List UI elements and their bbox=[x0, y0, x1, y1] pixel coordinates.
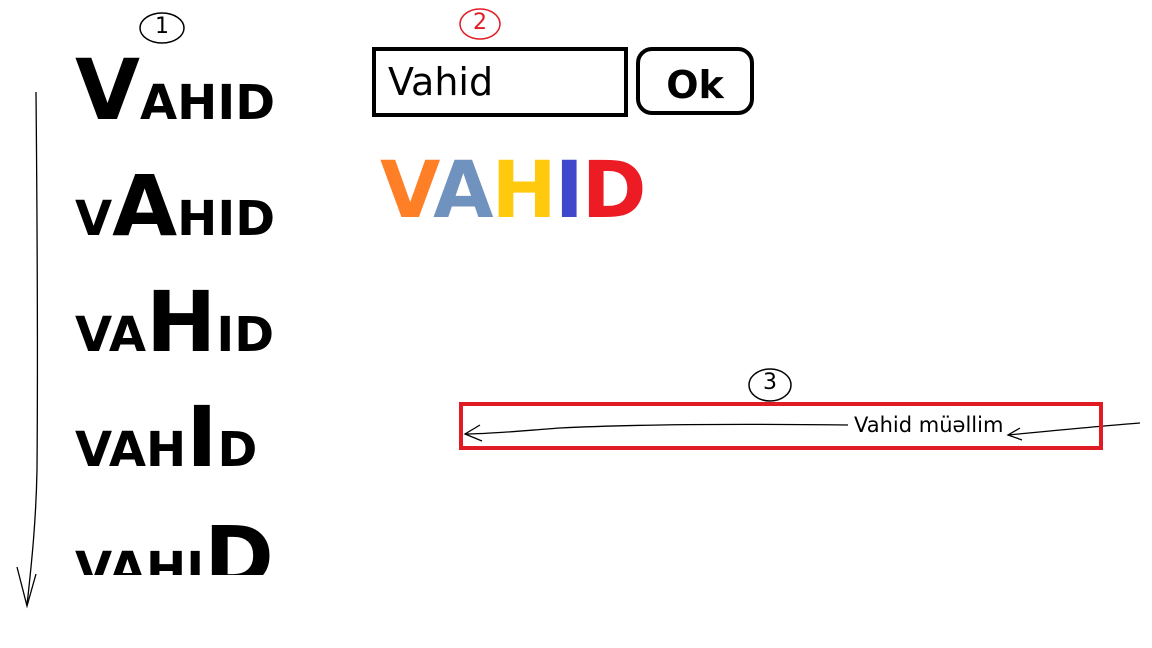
marquee-text: Vahid müəllim bbox=[853, 412, 1005, 438]
sequence-arrowhead bbox=[16, 566, 37, 609]
sequence-word-3-pre: VA bbox=[75, 307, 147, 363]
sequence-word-2-pre: V bbox=[75, 191, 113, 247]
sequence-word-4-rest: D bbox=[217, 422, 258, 478]
rainbow-letter-3: H bbox=[491, 146, 556, 236]
sequence-word-2-big: A bbox=[112, 157, 178, 255]
sequence-word-3-rest: ID bbox=[216, 307, 275, 363]
sequence-word-5: VAHID bbox=[75, 515, 274, 575]
rainbow-word: VAHID bbox=[380, 152, 647, 230]
sequence-word-3: VAHID bbox=[75, 280, 274, 364]
marker-3-label: 3 bbox=[763, 370, 777, 395]
sequence-word-5-big: D bbox=[204, 515, 274, 575]
rainbow-letter-1: V bbox=[380, 146, 435, 236]
sequence-word-4: VAHID bbox=[75, 395, 257, 479]
sequence-word-1: VAHID bbox=[75, 48, 275, 132]
sequence-word-3-big: H bbox=[146, 273, 217, 371]
rainbow-letter-4: I bbox=[554, 146, 584, 236]
sequence-word-5-pre: VAHI bbox=[75, 542, 205, 575]
rainbow-letter-2: A bbox=[433, 146, 493, 236]
name-input[interactable] bbox=[372, 47, 628, 117]
marquee-box bbox=[459, 402, 1103, 450]
sequence-word-4-big: I bbox=[186, 388, 218, 486]
sequence-word-4-pre: VAH bbox=[75, 422, 187, 478]
marker-1-label: 1 bbox=[155, 14, 169, 39]
sequence-word-2-rest: HID bbox=[177, 191, 276, 247]
sequence-word-2: VAHID bbox=[75, 164, 275, 248]
marker-2-label: 2 bbox=[473, 10, 487, 35]
rainbow-letter-5: D bbox=[581, 146, 647, 236]
sequence-arrow bbox=[26, 91, 39, 606]
sequence-word-1-rest: AHID bbox=[140, 75, 276, 131]
sequence-word-1-big: V bbox=[75, 41, 141, 139]
ok-button[interactable]: Ok bbox=[636, 47, 754, 115]
